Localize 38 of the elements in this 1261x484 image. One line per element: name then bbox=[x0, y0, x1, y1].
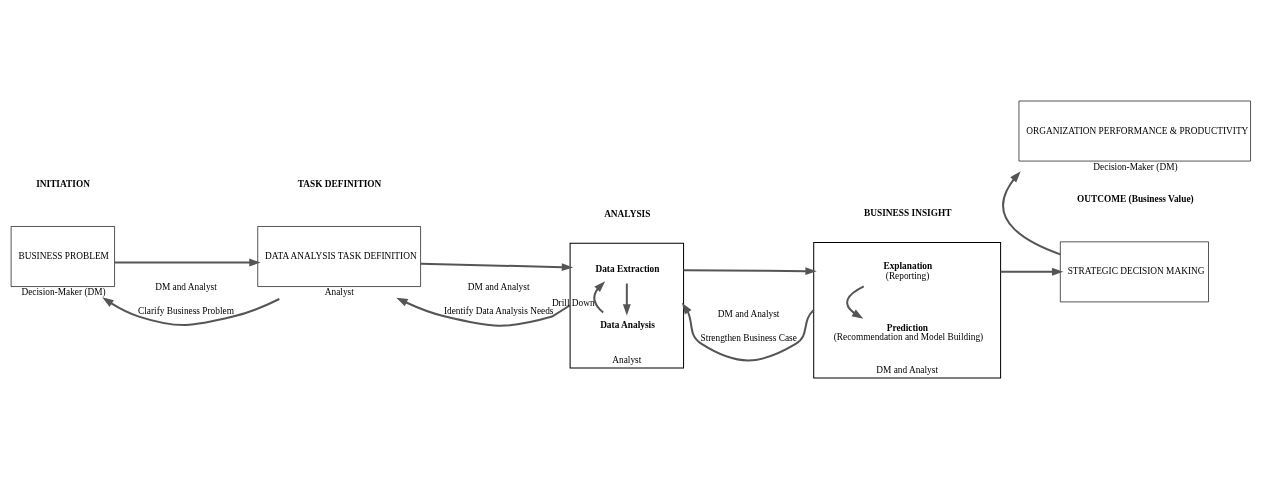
cluster bbox=[813, 242, 1002, 379]
arrow bbox=[102, 297, 281, 327]
node-text: Explanation (Reporting) bbox=[883, 261, 933, 281]
label: DM and Analyst bbox=[717, 309, 780, 320]
arrow bbox=[682, 267, 817, 276]
node-text: Prediction (Recommendation and Model Building) bbox=[833, 322, 984, 343]
label: TASK DEFINITION bbox=[297, 178, 382, 189]
arrow bbox=[396, 297, 572, 327]
label: BUSINESS INSIGHT bbox=[864, 208, 952, 219]
edge-label: Strengthen Business Case bbox=[700, 333, 797, 344]
node-box: ORGANIZATION PERFORMANCE & PRODUCTIVITY bbox=[1018, 100, 1251, 162]
label: OUTCOME (Business Value) bbox=[1077, 194, 1194, 205]
label: ANALYSIS bbox=[604, 208, 651, 219]
node-label: Decision-Maker (DM) bbox=[1093, 161, 1178, 172]
arrow bbox=[419, 262, 574, 272]
node-text: Data Extraction bbox=[595, 263, 660, 274]
label: INITIATION bbox=[36, 178, 90, 189]
edge-label: Drill Down bbox=[551, 297, 595, 308]
arrow bbox=[999, 267, 1064, 276]
node-label: Analyst bbox=[612, 354, 642, 365]
node-box: DATA ANALYSIS TASK DEFINITION bbox=[257, 226, 421, 287]
arrow bbox=[113, 258, 261, 267]
arrow bbox=[593, 281, 606, 314]
node-text: Data Analysis bbox=[600, 319, 655, 330]
node-label: Decision-Maker (DM) bbox=[21, 287, 106, 298]
edge-label: Identify Data Analysis Needs bbox=[443, 306, 554, 317]
node-label: Analyst bbox=[324, 287, 354, 298]
node-box: BUSINESS PROBLEM bbox=[10, 226, 115, 287]
node-label: DM and Analyst bbox=[876, 364, 938, 375]
label: DM and Analyst bbox=[155, 281, 217, 292]
arrow bbox=[681, 302, 815, 362]
arrow bbox=[1002, 171, 1062, 256]
label: DM and Analyst bbox=[467, 281, 530, 292]
cluster bbox=[569, 242, 685, 369]
arrow bbox=[622, 282, 631, 316]
node-box: STRATEGIC DECISION MAKING bbox=[1060, 241, 1209, 303]
edge-label: Clarify Business Problem bbox=[138, 306, 234, 317]
arrow bbox=[846, 285, 865, 319]
